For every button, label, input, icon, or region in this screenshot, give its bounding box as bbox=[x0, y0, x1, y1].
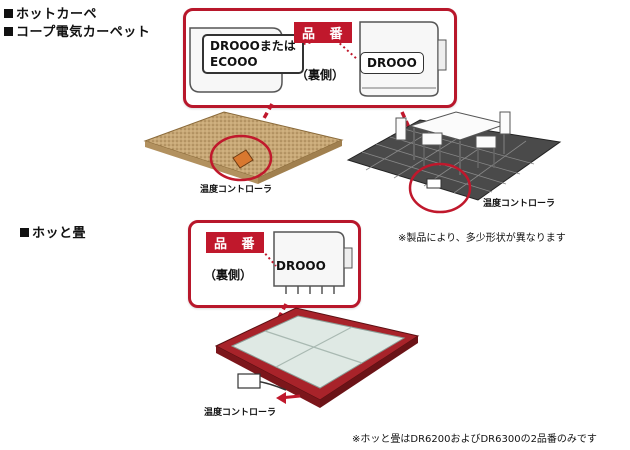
tatami-model-note: ※ホッと畳はDR6200およびDR6300の2品番のみです bbox=[352, 430, 597, 445]
tatami-controller-label: 温度コントローラ bbox=[204, 405, 276, 418]
